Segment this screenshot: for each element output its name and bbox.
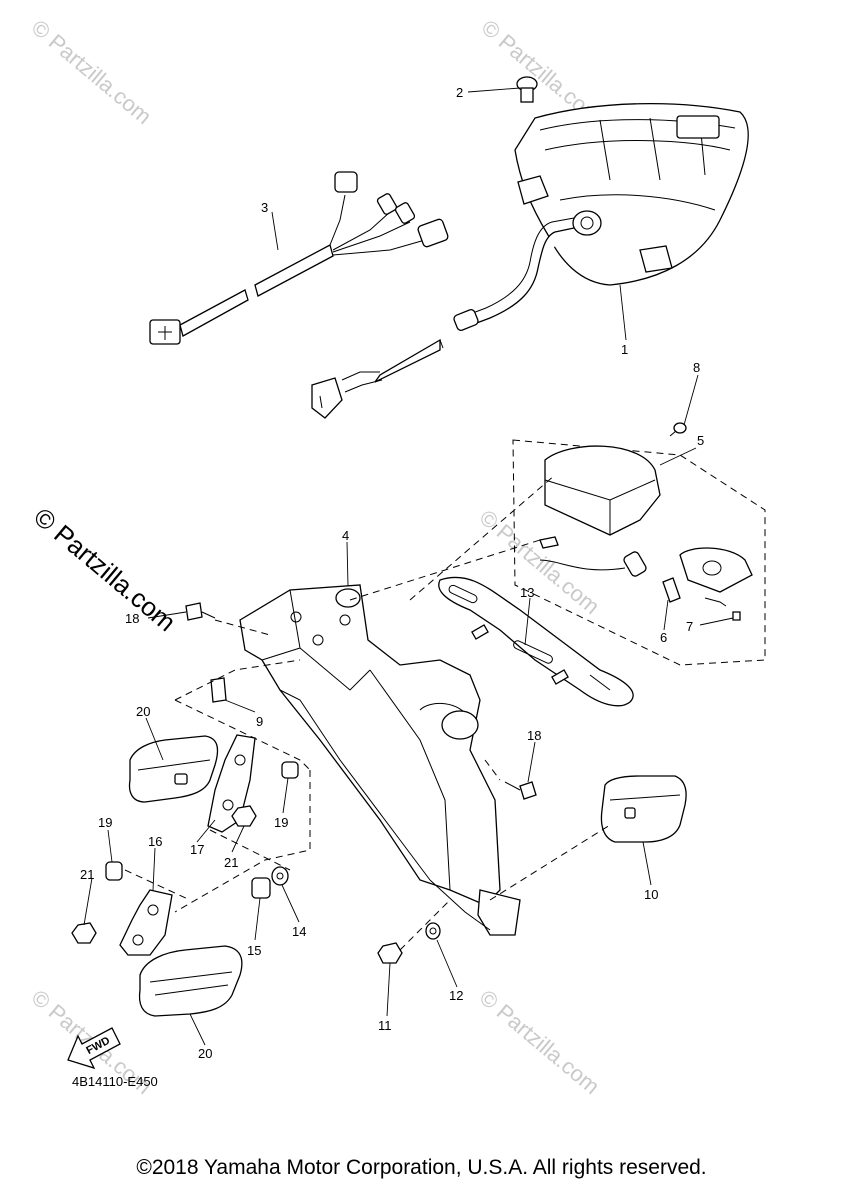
callout-18-right: 18 xyxy=(527,728,541,743)
collar-19-upper xyxy=(281,761,299,779)
callout-11: 11 xyxy=(378,1018,392,1033)
nut-21-lower xyxy=(71,922,97,944)
bolt-18-left xyxy=(185,602,203,621)
callout-1: 1 xyxy=(621,342,628,357)
reflector-left-upper[interactable] xyxy=(128,735,219,803)
callout-19-left: 19 xyxy=(98,815,112,830)
callout-8: 8 xyxy=(693,360,700,375)
rivet[interactable] xyxy=(516,76,538,103)
watermark-prominent: © Partzilla.com xyxy=(28,502,181,638)
reflector-left-lower[interactable] xyxy=(138,945,243,1017)
callout-17: 17 xyxy=(190,842,204,857)
leader-lines xyxy=(83,87,734,1046)
callout-20-lower: 20 xyxy=(198,1046,212,1061)
screw-top[interactable] xyxy=(669,422,687,437)
callout-20-upper: 20 xyxy=(136,704,150,719)
callout-3: 3 xyxy=(261,200,268,215)
callout-numbers: 2 3 1 8 5 4 6 7 13 18 9 20 18 19 17 21 1… xyxy=(80,85,704,1061)
callout-19-right: 19 xyxy=(274,815,288,830)
washer-12 xyxy=(425,922,441,940)
bracket-lower[interactable] xyxy=(119,889,173,956)
callout-14: 14 xyxy=(292,924,306,939)
callout-7: 7 xyxy=(686,619,693,634)
nut-11 xyxy=(377,942,403,964)
bolt-18-right xyxy=(519,781,537,800)
callout-4: 4 xyxy=(342,528,349,543)
hardware-small[interactable] xyxy=(71,602,537,964)
callout-9: 9 xyxy=(256,714,263,729)
callout-16: 16 xyxy=(148,834,162,849)
fwd-arrow: FWD xyxy=(67,1027,121,1070)
callout-10: 10 xyxy=(644,887,658,902)
collar-15 xyxy=(251,877,271,899)
callout-2: 2 xyxy=(456,85,463,100)
clip[interactable] xyxy=(210,677,227,703)
washer-14 xyxy=(271,866,289,886)
callout-18-left: 18 xyxy=(125,611,139,626)
license-light-assembly[interactable] xyxy=(512,439,766,666)
tail-light-assembly[interactable] xyxy=(311,102,749,419)
diagram-reference-code: 4B14110-E450 xyxy=(72,1074,158,1089)
watermark-top-left: © Partzilla.com xyxy=(27,15,157,129)
callout-13: 13 xyxy=(520,585,534,600)
reflector-right[interactable] xyxy=(600,775,687,843)
bracket-upper[interactable] xyxy=(207,734,256,833)
callout-15: 15 xyxy=(247,943,261,958)
watermark-bottom-right: © Partzilla.com xyxy=(475,985,605,1099)
callout-12: 12 xyxy=(449,988,463,1003)
callout-6: 6 xyxy=(660,630,667,645)
wire-harness[interactable] xyxy=(149,171,449,345)
watermarks: © Partzilla.com © Partzilla.com © Partzi… xyxy=(27,15,607,1099)
copyright-notice: ©2018 Yamaha Motor Corporation, U.S.A. A… xyxy=(136,1156,707,1179)
license-bracket-plate[interactable] xyxy=(438,576,634,707)
rear-fender-bracket[interactable] xyxy=(239,584,521,936)
callout-5: 5 xyxy=(697,433,704,448)
collar-19-lower xyxy=(105,861,123,881)
callout-21-right: 21 xyxy=(224,855,238,870)
phantom-lines xyxy=(124,474,611,951)
nut-21-upper xyxy=(231,805,257,827)
callout-21-left: 21 xyxy=(80,867,94,882)
